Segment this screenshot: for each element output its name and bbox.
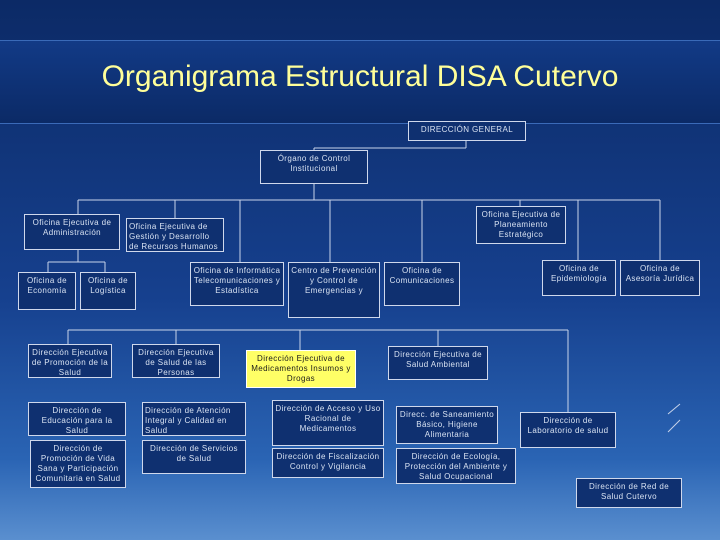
box-of-planeamiento: Oficina Ejecutiva de Planeamiento Estrat… [476,206,566,244]
box-dir-promocion-vida: Dirección de Promoción de Vida Sana y Pa… [30,440,126,488]
box-direccion-general: DIRECCIÓN GENERAL [408,121,526,141]
box-dir-saneamiento: Direcc. de Saneamiento Básico, Higiene A… [396,406,498,444]
box-of-economia: Oficina de Economía [18,272,76,310]
box-dir-promocion: Dirección Ejecutiva de Promoción de la S… [28,344,112,378]
box-dir-atencion: Dirección de Atención Integral y Calidad… [142,402,246,436]
box-dir-servicios: Dirección de Servicios de Salud [142,440,246,474]
box-dir-medicamentos: Dirección Ejecutiva de Medicamentos Insu… [246,350,356,388]
box-dir-educacion: Dirección de Educación para la Salud [28,402,126,436]
box-of-gestion-rrhh: Oficina Ejecutiva de Gestión y Desarroll… [126,218,224,252]
box-dir-fiscalizacion: Dirección de Fiscalización Control y Vig… [272,448,384,478]
box-organo-control: Órgano de Control Institucional [260,150,368,184]
box-of-comunicaciones: Oficina de Comunicaciones [384,262,460,306]
box-of-epidemiologia: Oficina de Epidemiología [542,260,616,296]
box-dir-red: Dirección de Red de Salud Cutervo [576,478,682,508]
box-centro-prevencion: Centro de Prevención y Control de Emerge… [288,262,380,318]
box-of-administracion: Oficina Ejecutiva de Administración [24,214,120,250]
box-dir-salud-ambiental: Dirección Ejecutiva de Salud Ambiental [388,346,488,380]
box-dir-salud-personas: Dirección Ejecutiva de Salud de las Pers… [132,344,220,378]
box-of-logistica: Oficina de Logística [80,272,136,310]
box-dir-laboratorio: Dirección de Laboratorio de salud [520,412,616,448]
title-banner [0,40,720,124]
box-dir-ecologia: Dirección de Ecología, Protección del Am… [396,448,516,484]
box-dir-acceso: Dirección de Acceso y Uso Racional de Me… [272,400,384,446]
page-title: Organigrama Estructural DISA Cutervo [101,60,619,93]
box-of-asesoria: Oficina de Asesoría Jurídica [620,260,700,296]
box-of-informatica: Oficina de Informática Telecomunicacione… [190,262,284,306]
